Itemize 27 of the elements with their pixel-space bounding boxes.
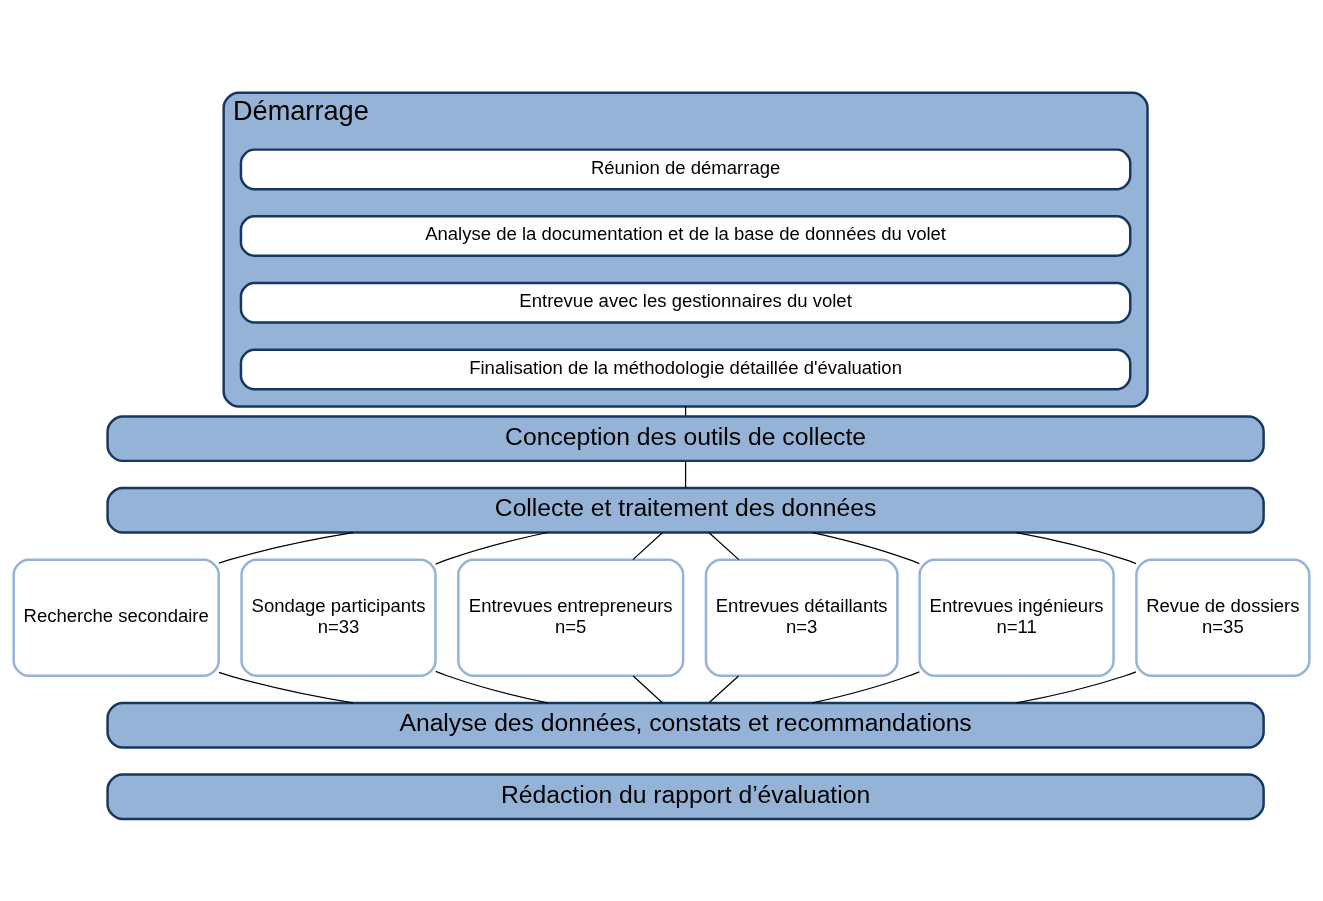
connector [435,531,549,565]
connector [632,531,663,560]
node-box: Analyse des données, constats et recommandations [106,701,1265,749]
node-box: Entrevues ingénieurs n=11 [918,557,1115,677]
node-box: Revue de dossiers n=35 [1135,557,1311,677]
connector [435,670,549,704]
connector [1015,670,1137,703]
node-box: Réunion de démarrage [239,147,1132,190]
node-box: Collecte et traitement des données [106,486,1265,534]
connector [1015,531,1137,564]
connector [812,670,920,703]
connector [684,459,687,489]
node-box: Sondage participants n=33 [240,557,437,677]
connector [218,531,354,564]
connector [708,531,740,560]
node-box: Entrevues entrepreneurs n=5 [457,557,685,677]
node-box: Recherche secondaire [12,557,220,677]
node-box: Conception des outils de collecte [106,414,1265,462]
node-box: Entrevues détaillants n=3 [704,557,899,677]
node-box: Finalisation de la méthodologie détaillée d'évaluation [239,348,1132,390]
connector [218,671,354,703]
connector [632,674,663,703]
node-box: Analyse de la documentation et de la base de données du volet [239,214,1132,257]
connector [812,531,920,564]
node-box: Rédaction du rapport d’évaluation [106,772,1265,820]
node-box: Entrevue avec les gestionnaires du volet [239,281,1132,324]
connector [708,674,740,703]
